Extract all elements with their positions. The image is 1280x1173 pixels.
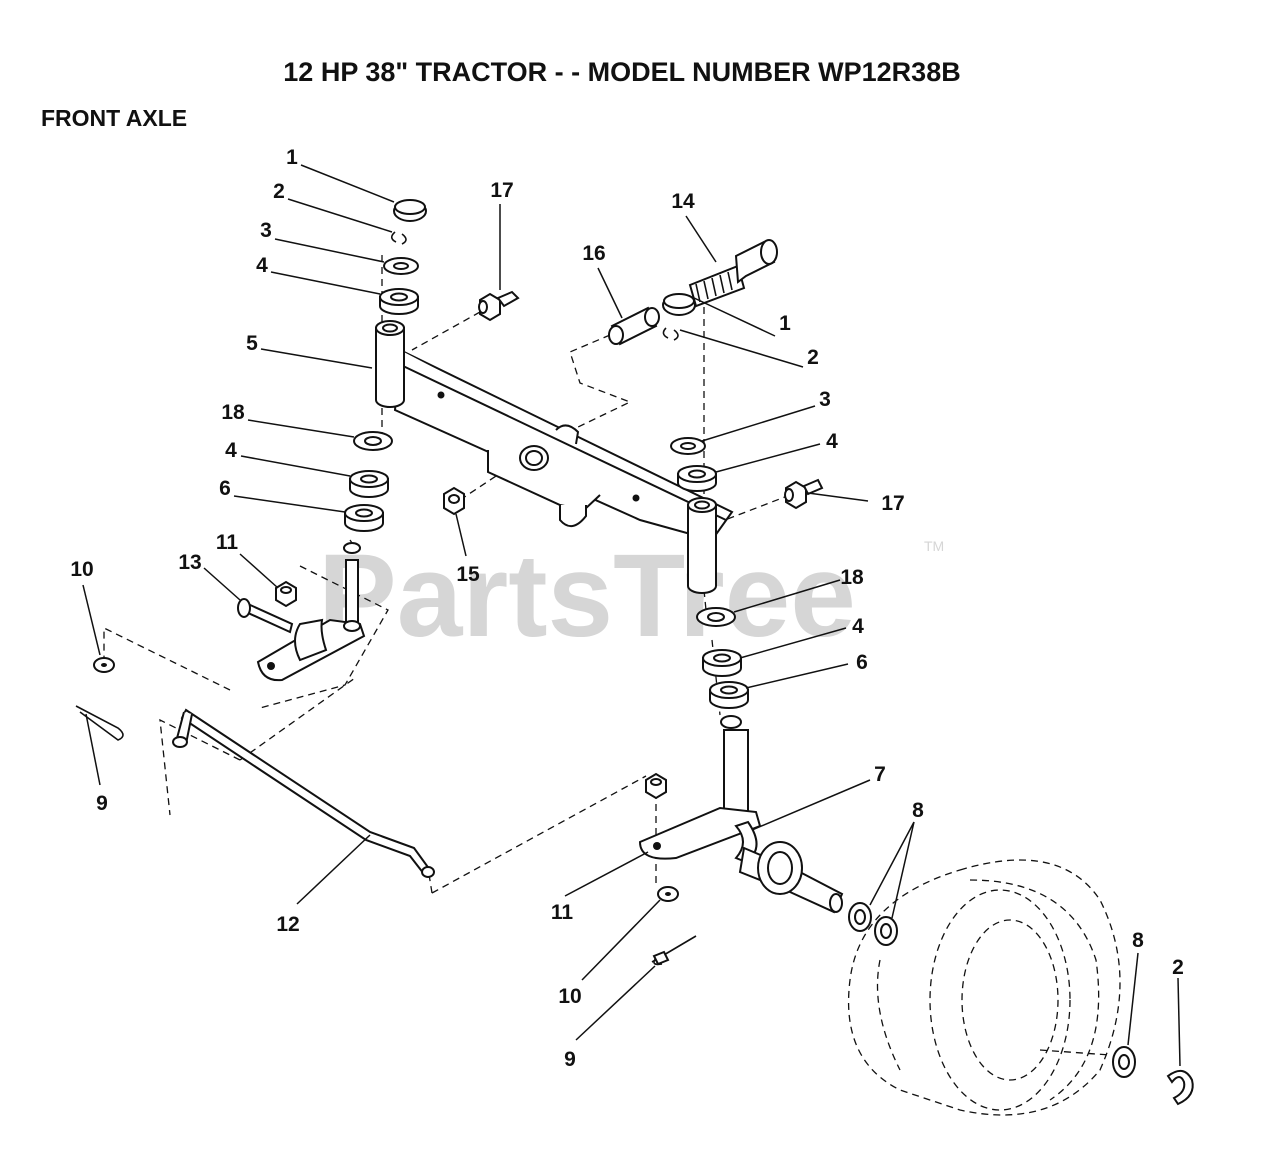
watermark-text: PartsTree: [318, 530, 856, 662]
callout-2: 2: [273, 180, 285, 203]
callout-1: 1: [286, 146, 298, 169]
spindle-washer-8b: [874, 916, 898, 946]
bushing-16: [608, 306, 660, 346]
left-spindle: [256, 542, 366, 682]
callout-6: 6: [856, 651, 868, 674]
callout-18: 18: [221, 401, 245, 424]
left-spacer-6: [344, 504, 384, 532]
grease-fitting-17-right: [784, 478, 824, 510]
callout-10: 10: [70, 558, 93, 581]
callout-7: 7: [874, 763, 886, 786]
callout-2: 2: [1172, 956, 1184, 979]
callout-9: 9: [96, 792, 108, 815]
callout-1: 1: [779, 312, 791, 335]
right-bearing-4-top: [677, 465, 717, 492]
right-pivot-tube: [687, 497, 717, 594]
callout-3: 3: [819, 388, 831, 411]
left-thrust-washer-18: [353, 431, 393, 451]
callout-12: 12: [276, 913, 299, 936]
right-hub-cap: [662, 293, 696, 316]
callout-3: 3: [260, 219, 272, 242]
callout-11: 11: [216, 531, 239, 554]
left-cotter-pin-9: [75, 705, 124, 741]
callout-14: 14: [671, 190, 695, 213]
callout-2: 2: [807, 346, 819, 369]
drag-link-12: [172, 708, 435, 878]
right-spindle-7: [638, 715, 844, 914]
left-washer-3: [383, 257, 419, 275]
right-cotter-pin-9: [651, 935, 697, 966]
locknut-15: [443, 486, 465, 516]
callout-16: 16: [582, 242, 605, 265]
watermark: PartsTree TM: [318, 530, 944, 662]
callout-17: 17: [881, 492, 904, 515]
left-washer-10: [93, 657, 115, 673]
section-label: FRONT AXLE: [41, 105, 187, 131]
callout-9: 9: [564, 1048, 576, 1071]
pivot-bolt-14: [688, 239, 778, 308]
left-hub-cap: [393, 199, 427, 222]
right-nut-11: [645, 772, 667, 800]
callout-4: 4: [225, 439, 237, 462]
callout-13: 13: [178, 551, 201, 574]
callout-15: 15: [456, 563, 480, 586]
diagram-title: 12 HP 38" TRACTOR - - MODEL NUMBER WP12R…: [283, 57, 960, 87]
callout-4: 4: [852, 615, 864, 638]
callout-8: 8: [1132, 929, 1144, 952]
callout-17: 17: [490, 179, 513, 202]
left-retaining-ring: [390, 231, 407, 245]
left-pivot-tube: [375, 320, 405, 408]
watermark-trademark: TM: [924, 538, 944, 554]
grease-fitting-17-left: [478, 290, 520, 322]
callout-8: 8: [912, 799, 924, 822]
left-bearing-4-bottom: [349, 470, 389, 498]
front-wheel-phantom: [847, 859, 1121, 1116]
left-bolt-13: [237, 598, 294, 634]
callout-6: 6: [219, 477, 231, 500]
callout-4: 4: [256, 254, 268, 277]
wheel-retaining-ring-2: [1166, 1069, 1194, 1106]
right-bearing-4-bottom: [702, 649, 742, 677]
callout-4: 4: [826, 430, 838, 453]
callout-18: 18: [840, 566, 864, 589]
right-spacer-6: [709, 681, 749, 709]
wheel-washer-8: [1112, 1046, 1136, 1078]
left-bearing-4-top: [379, 288, 419, 315]
leader-lines: [82, 164, 1181, 1067]
callout-10: 10: [558, 985, 581, 1008]
right-washer-3: [670, 437, 706, 455]
right-washer-10: [657, 886, 679, 902]
left-nut-11: [275, 580, 297, 608]
right-thrust-washer-18: [696, 607, 736, 627]
spindle-washer-8a: [848, 902, 872, 932]
callout-5: 5: [246, 332, 258, 355]
right-retaining-ring: [662, 327, 679, 341]
callout-11: 11: [551, 901, 574, 924]
callout-labels: 1 2 3 4 5 18 4 6 10 13 11 9 12 17 16 14 …: [70, 146, 1184, 1071]
